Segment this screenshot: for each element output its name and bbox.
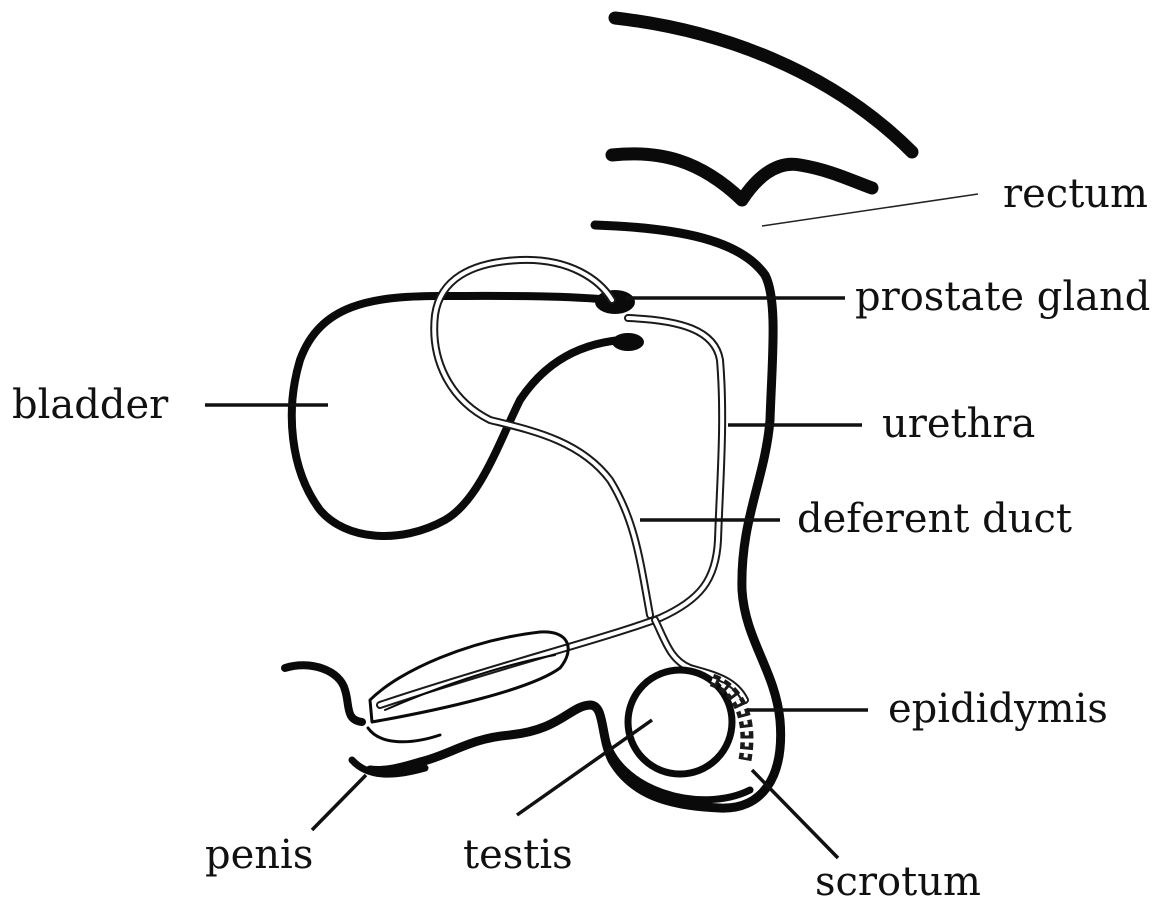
leader-testis xyxy=(517,720,652,815)
pelvis-curve xyxy=(285,665,362,722)
label-deferent-duct: deferent duct xyxy=(797,496,1072,542)
label-testis: testis xyxy=(463,832,573,878)
label-scrotum: scrotum xyxy=(815,859,981,903)
label-epididymis: epididymis xyxy=(888,686,1108,732)
bladder-neck xyxy=(612,333,644,351)
leader-scrotum xyxy=(752,770,838,858)
label-rectum: rectum xyxy=(1003,171,1148,217)
label-prostate-gland: prostate gland xyxy=(855,274,1150,320)
penis-glans xyxy=(368,728,440,742)
label-bladder: bladder xyxy=(12,382,169,428)
leader-penis xyxy=(312,775,366,830)
bladder-outline xyxy=(292,296,620,536)
rectum-outer-wall xyxy=(615,18,912,152)
leader-rectum xyxy=(762,194,978,226)
rectum-inner-wall xyxy=(612,154,872,200)
label-penis: penis xyxy=(205,832,313,878)
epididymis-duct xyxy=(655,620,745,700)
label-urethra: urethra xyxy=(882,401,1035,447)
